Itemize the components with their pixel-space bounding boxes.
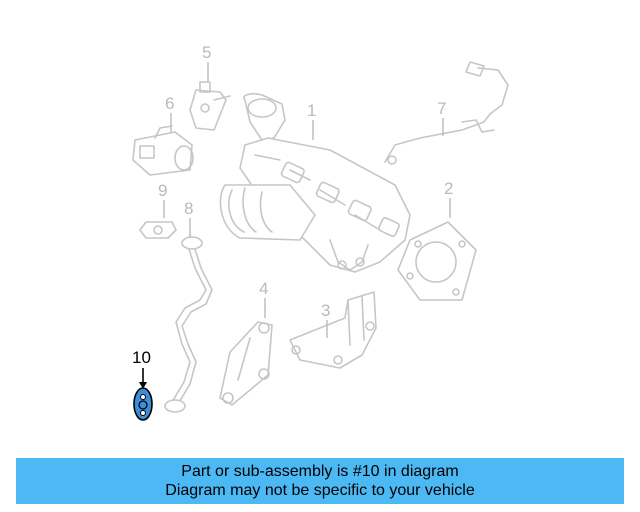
callout-5: 5	[202, 43, 211, 62]
part-9-small-gasket	[139, 221, 177, 239]
banner-line-2: Diagram may not be specific to your vehi…	[165, 482, 475, 499]
callout-4: 4	[259, 279, 268, 298]
part-8-oil-pipe	[164, 236, 213, 413]
part-5-sensor	[189, 81, 231, 131]
callout-1: 1	[307, 101, 316, 120]
callout-7: 7	[437, 99, 446, 118]
parts-diagram: 1 2 3 4 5	[132, 43, 509, 421]
part-7-wire	[384, 61, 509, 165]
part-2-gasket	[397, 221, 477, 301]
part-4-support	[219, 321, 273, 406]
part-10-gasket-highlighted	[133, 387, 153, 421]
callout-3: 3	[321, 301, 330, 320]
part-6-valve	[132, 125, 194, 176]
part-3-bracket	[289, 291, 377, 369]
info-banner: Part or sub-assembly is #10 in diagram D…	[16, 458, 624, 504]
callout-10: 10	[132, 348, 151, 367]
callout-2: 2	[444, 179, 453, 198]
callout-8: 8	[184, 199, 193, 218]
callout-9: 9	[158, 181, 167, 200]
banner-line-1: Part or sub-assembly is #10 in diagram	[181, 463, 459, 480]
callout-6: 6	[165, 94, 174, 113]
part-1-turbo-manifold	[219, 93, 411, 273]
